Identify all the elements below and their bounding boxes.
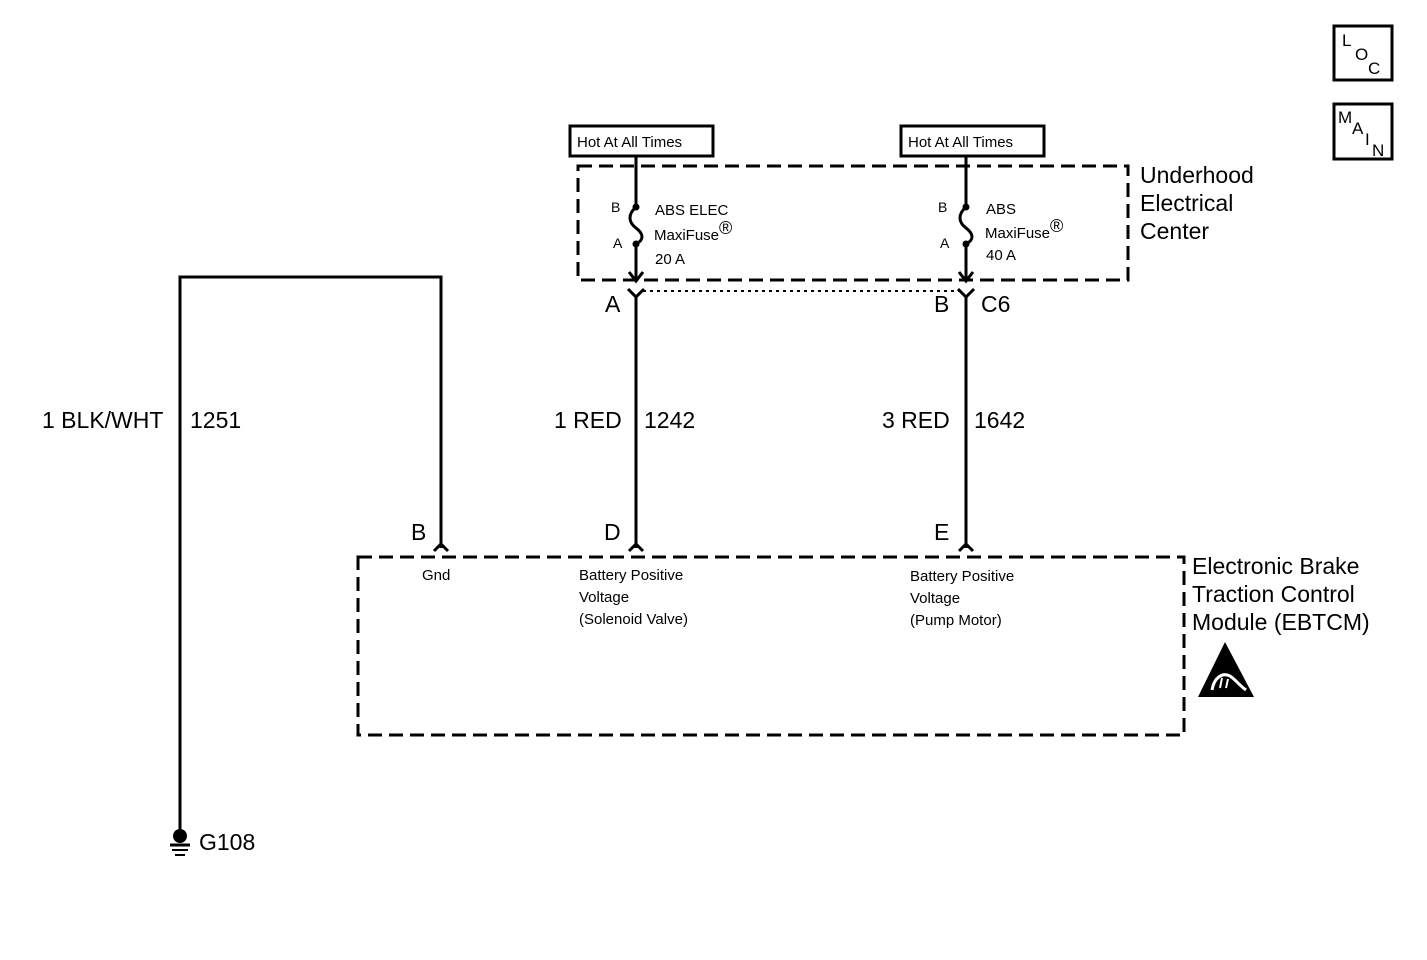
ground-id: G108 bbox=[199, 829, 255, 855]
fuse-pin-a: A bbox=[613, 235, 623, 251]
wire-label-1642: 3 RED 1642 bbox=[882, 407, 1025, 433]
svg-text:Voltage: Voltage bbox=[579, 589, 629, 606]
wire-color: 1 BLK/WHT bbox=[42, 407, 163, 433]
ebtcm-terminal-d: D bbox=[604, 519, 645, 553]
svg-text:MaxiFuse®: MaxiFuse® bbox=[985, 216, 1063, 242]
wire-label-1242: 1 RED 1242 bbox=[554, 407, 695, 433]
svg-text:Traction Control: Traction Control bbox=[1192, 581, 1355, 607]
ebtcm-terminal-b: B bbox=[411, 519, 450, 553]
connector-pin-b: B bbox=[934, 291, 949, 317]
main-letter-n: N bbox=[1372, 141, 1384, 160]
ebtcm-title: Electronic Brake Traction Control Module… bbox=[1192, 553, 1370, 635]
fuse-rating: 40 A bbox=[986, 247, 1016, 264]
fuse-type: MaxiFuse bbox=[985, 225, 1050, 242]
svg-text:Hot At All Times: Hot At All Times bbox=[577, 134, 682, 151]
connector-pin-a: A bbox=[605, 291, 621, 317]
svg-text:(Pump Motor): (Pump Motor) bbox=[910, 612, 1002, 629]
hot-label-left: Hot At All Times bbox=[568, 124, 715, 158]
svg-text:(Solenoid Valve): (Solenoid Valve) bbox=[579, 611, 688, 628]
underhood-title: Underhood Electrical Center bbox=[1140, 162, 1254, 244]
wire-label-1251: 1 BLK/WHT 1251 bbox=[42, 407, 241, 433]
main-letter-i: I bbox=[1365, 130, 1370, 149]
ground-symbol: G108 bbox=[170, 829, 255, 856]
fuse-name: ABS ELEC bbox=[655, 202, 729, 219]
circuit-number: 1251 bbox=[190, 407, 241, 433]
main-button[interactable]: M A I N bbox=[1332, 102, 1394, 161]
wire-1251 bbox=[178, 275, 443, 832]
main-letter-a: A bbox=[1352, 119, 1364, 138]
underhood-electrical-center-box bbox=[576, 164, 1130, 282]
loc-letter-l: L bbox=[1342, 31, 1351, 50]
fuse-pin-a: A bbox=[940, 235, 950, 251]
svg-text:Electronic Brake: Electronic Brake bbox=[1192, 553, 1359, 579]
registered-mark: ® bbox=[1050, 216, 1063, 236]
svg-text:Center: Center bbox=[1140, 218, 1209, 244]
hot-label-right: Hot At All Times bbox=[899, 124, 1046, 158]
svg-text:Battery Positive: Battery Positive bbox=[910, 568, 1014, 585]
svg-text:Underhood: Underhood bbox=[1140, 162, 1254, 188]
fuse-pin-b: B bbox=[611, 199, 620, 215]
fuse-pin-b: B bbox=[938, 199, 947, 215]
esd-warning-icon bbox=[1198, 642, 1254, 697]
circuit-number: 1642 bbox=[974, 407, 1025, 433]
svg-text:MaxiFuse®: MaxiFuse® bbox=[654, 218, 732, 244]
svg-text:B: B bbox=[411, 519, 426, 545]
svg-text:Hot At All Times: Hot At All Times bbox=[908, 134, 1013, 151]
svg-text:Module (EBTCM): Module (EBTCM) bbox=[1192, 609, 1370, 635]
fuse-name: ABS bbox=[986, 201, 1016, 218]
fuse-rating: 20 A bbox=[655, 251, 685, 268]
svg-text:Electrical: Electrical bbox=[1140, 190, 1233, 216]
fuse-abs-elec: B A ABS ELEC MaxiFuse® 20 A bbox=[611, 156, 732, 284]
loc-letter-c: C bbox=[1368, 59, 1380, 78]
ground-splice-dot bbox=[173, 829, 187, 843]
wire-color: 1 RED bbox=[554, 407, 622, 433]
connector-c6: A B C6 bbox=[605, 287, 1010, 317]
loc-button[interactable]: L O C bbox=[1332, 24, 1394, 82]
gnd-label: Gnd bbox=[422, 567, 450, 584]
svg-text:D: D bbox=[604, 519, 621, 545]
svg-text:E: E bbox=[934, 519, 949, 545]
main-letter-m: M bbox=[1338, 108, 1352, 127]
solenoid-voltage-label: Battery Positive Voltage (Solenoid Valve… bbox=[579, 567, 688, 628]
fuse-abs: B A ABS MaxiFuse® 40 A bbox=[938, 156, 1063, 284]
registered-mark: ® bbox=[719, 218, 732, 238]
fuse-type: MaxiFuse bbox=[654, 227, 719, 244]
wire-color: 3 RED bbox=[882, 407, 950, 433]
svg-text:Battery Positive: Battery Positive bbox=[579, 567, 683, 584]
connector-id: C6 bbox=[981, 291, 1010, 317]
ebtcm-box bbox=[356, 555, 1186, 737]
loc-letter-o: O bbox=[1355, 45, 1368, 64]
ebtcm-terminal-e: E bbox=[934, 519, 975, 553]
pump-voltage-label: Battery Positive Voltage (Pump Motor) bbox=[910, 568, 1014, 629]
circuit-number: 1242 bbox=[644, 407, 695, 433]
svg-text:Voltage: Voltage bbox=[910, 590, 960, 607]
